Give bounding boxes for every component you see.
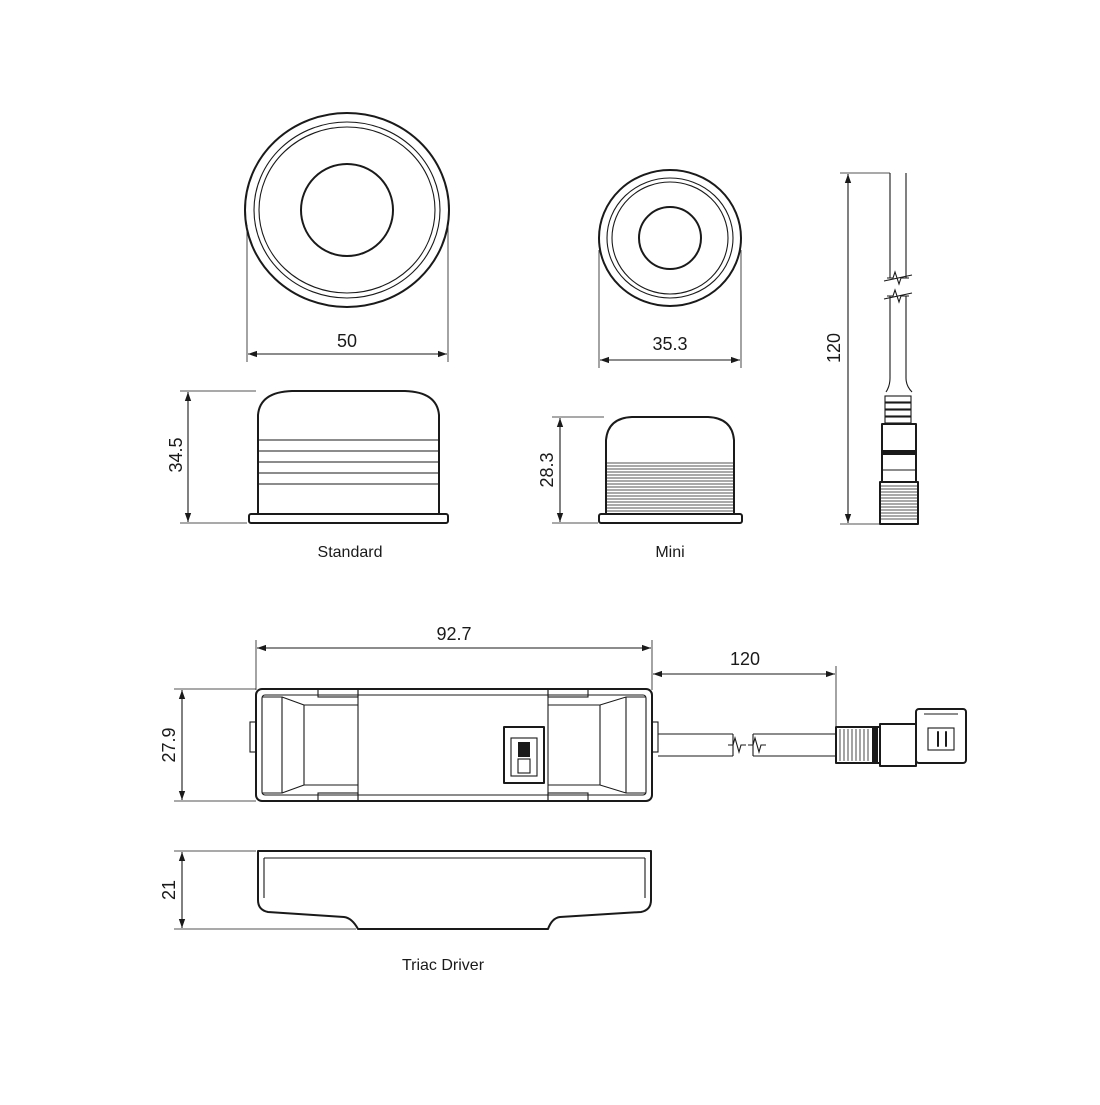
cable-connector: [879, 395, 919, 525]
mini-side-view: [598, 416, 743, 524]
driver-top-view: [249, 688, 659, 802]
cable-length-label: 120: [824, 333, 844, 363]
driver-length-dimension: 92.7: [255, 624, 653, 690]
driver-connector: [835, 708, 967, 767]
cable-assembly: [879, 173, 919, 525]
driver-caption: Triac Driver: [402, 957, 485, 974]
standard-top-view: [244, 112, 450, 308]
mini-width-label: 35.3: [652, 334, 687, 354]
mini-height-dimension: 28.3: [537, 416, 604, 524]
standard-width-label: 50: [337, 331, 357, 351]
driver-side-view: [257, 850, 652, 930]
standard-height-dimension: 34.5: [166, 390, 256, 524]
mini-width-dimension: 35.3: [598, 250, 742, 368]
driver-cable: [658, 708, 967, 767]
connector-thread: [880, 485, 918, 520]
standard-width-dimension: 50: [246, 225, 449, 362]
mini-top-view: [598, 169, 742, 307]
driver-connector-ribs: [839, 729, 869, 761]
driver-height-dimension: 21: [159, 850, 356, 930]
standard-side-view: [248, 390, 449, 524]
driver-width-dimension: 27.9: [159, 688, 256, 802]
driver-height-label: 21: [159, 880, 179, 900]
mini-height-label: 28.3: [537, 452, 557, 487]
driver-switch: [503, 726, 545, 784]
driver-width-label: 27.9: [159, 727, 179, 762]
driver-length-label: 92.7: [436, 624, 471, 644]
driver-cable-length-dimension: 120: [653, 649, 837, 726]
standard-caption: Standard: [318, 544, 383, 561]
cable-length-dimension: 120: [824, 172, 890, 525]
mini-caption: Mini: [655, 544, 684, 561]
mini-ribs: [606, 462, 734, 512]
driver-cable-length-label: 120: [730, 649, 760, 669]
standard-height-label: 34.5: [166, 437, 186, 472]
